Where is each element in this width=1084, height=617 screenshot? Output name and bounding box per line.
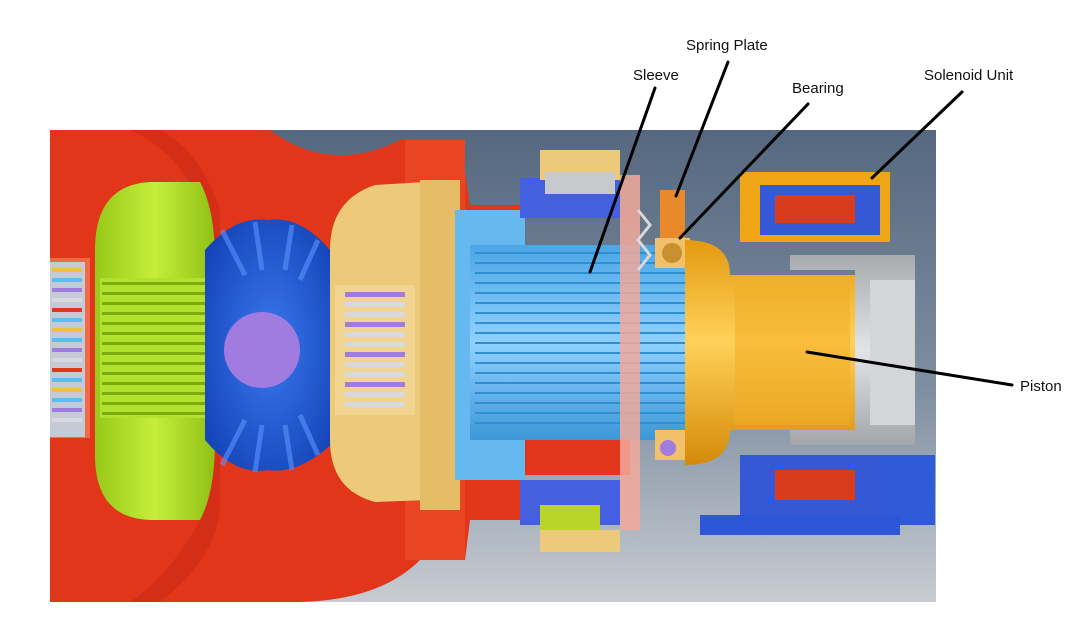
needle-roller [345, 332, 405, 337]
label-piston: Piston [1020, 378, 1062, 395]
tan-case [330, 180, 460, 510]
lower-bearing [520, 480, 620, 552]
label-sleeve: Sleeve [633, 67, 679, 84]
gear-tooth [102, 342, 214, 345]
shaft-stripe [52, 348, 82, 352]
leader-line-spring-plate [674, 60, 730, 198]
shaft-stripe [52, 298, 82, 302]
sleeve-spline [475, 332, 705, 334]
shaft-stripe [52, 418, 82, 422]
green-side-gear [95, 182, 220, 520]
needle-roller [345, 302, 405, 307]
needle-roller [345, 352, 405, 357]
leader-line-solenoid-unit [870, 90, 964, 180]
shaft-stripe [52, 318, 82, 322]
sleeve-shaft [455, 210, 710, 480]
leader-line-sleeve [588, 86, 657, 274]
needle-roller [345, 342, 405, 347]
blue-pinion-gear [205, 219, 336, 473]
sleeve-spline [475, 402, 705, 404]
sleeve-spline [475, 352, 705, 354]
gear-tooth [102, 392, 214, 395]
sleeve-spline [475, 412, 705, 414]
gear-tooth [102, 292, 214, 295]
sleeve-spline [475, 262, 705, 264]
needle-roller [345, 392, 405, 397]
shaft-stripe [52, 368, 82, 372]
sleeve-spline [475, 422, 705, 424]
leader-line-piston [805, 350, 1014, 387]
leader-line-bearing [678, 102, 810, 240]
gear-tooth [102, 332, 214, 335]
needle-roller [345, 362, 405, 367]
sleeve-spline [475, 292, 705, 294]
shaft-stripe [52, 278, 82, 282]
sleeve-spline [475, 342, 705, 344]
cross-pin [224, 312, 300, 388]
upper-bearing [520, 150, 620, 218]
gear-tooth [102, 372, 214, 375]
shaft-stripe [52, 268, 82, 272]
shaft-stripe [52, 288, 82, 292]
sleeve-spline [475, 392, 705, 394]
sleeve-spline [475, 382, 705, 384]
sleeve-spline [475, 362, 705, 364]
needle-roller [345, 312, 405, 317]
shaft-stripe [52, 308, 82, 312]
gear-tooth [102, 312, 214, 315]
small-bearing [655, 238, 690, 460]
sleeve-spline [475, 302, 705, 304]
grey-cylinder [790, 255, 915, 445]
needle-roller [345, 402, 405, 407]
gear-tooth [102, 322, 214, 325]
gear-tooth [102, 402, 214, 405]
solenoid-unit [700, 172, 935, 535]
sleeve-spline [475, 372, 705, 374]
needle-roller [345, 322, 405, 327]
spring-plate [620, 175, 685, 530]
label-spring-plate: Spring Plate [686, 37, 768, 54]
needle-roller [345, 382, 405, 387]
gear-tooth [102, 412, 214, 415]
gear-tooth [102, 352, 214, 355]
shaft-stripe [52, 328, 82, 332]
shaft-stripe [52, 408, 82, 412]
label-solenoid-unit: Solenoid Unit [924, 67, 1014, 84]
needle-roller [345, 372, 405, 377]
leader-lines [588, 60, 1014, 387]
shaft-stripe [52, 378, 82, 382]
sleeve-spline [475, 322, 705, 324]
gear-tooth [102, 382, 214, 385]
gear-tooth [102, 362, 214, 365]
gear-tooth [102, 302, 214, 305]
label-bearing: Bearing [792, 80, 844, 97]
sleeve-spline [475, 312, 705, 314]
sleeve-spline [475, 282, 705, 284]
shaft-stripe [52, 398, 82, 402]
shaft-stripe [52, 338, 82, 342]
shaft-stripe [52, 388, 82, 392]
shaft-stripe [52, 358, 82, 362]
sleeve-spline [475, 252, 705, 254]
needle-roller [345, 292, 405, 297]
gear-tooth [102, 282, 214, 285]
left-shaft [50, 262, 85, 437]
